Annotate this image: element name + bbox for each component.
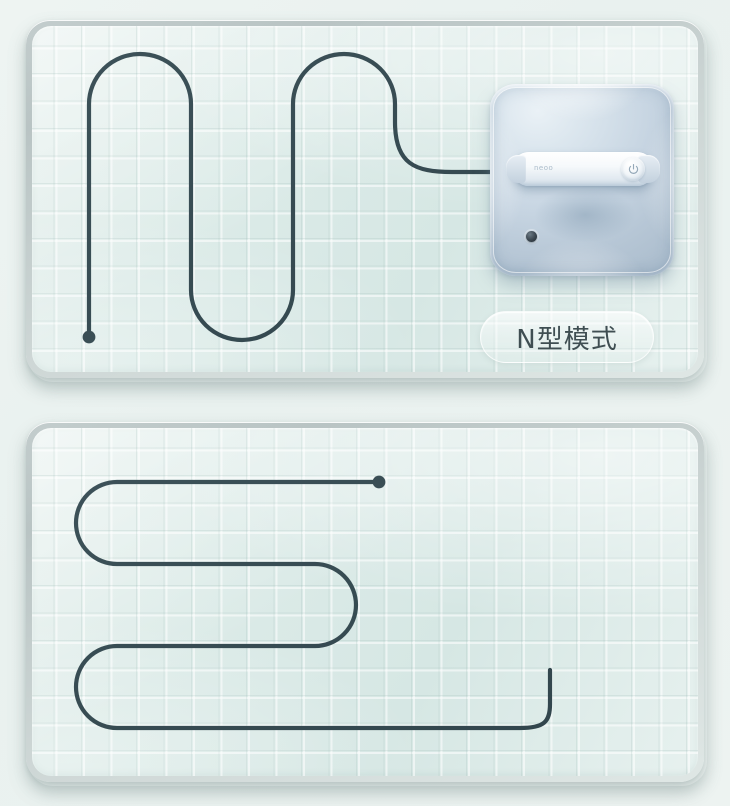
brand-logo-n: neoo bbox=[534, 164, 554, 172]
cleaning-path-z bbox=[73, 475, 553, 731]
sensor-dot-n bbox=[526, 231, 537, 242]
mode-card-z: neoo Z型模式 bbox=[26, 422, 704, 782]
handle-cap-right-n bbox=[638, 155, 660, 183]
robot-device-n[interactable]: neoo bbox=[490, 84, 674, 276]
mode-label-n: N型模式 bbox=[480, 311, 654, 363]
handle-cap-left-n bbox=[506, 155, 526, 183]
mode-label-text-n: N型模式 bbox=[516, 324, 618, 355]
mode-card-n: neoo N型模式 bbox=[26, 20, 704, 378]
path-start-dot-z bbox=[372, 475, 386, 489]
glass-panel-n: neoo N型模式 bbox=[32, 26, 698, 372]
power-icon bbox=[628, 163, 638, 174]
robot-handle-n[interactable]: neoo bbox=[506, 152, 660, 205]
glass-panel-z: neoo Z型模式 bbox=[32, 428, 698, 776]
power-button-n[interactable] bbox=[621, 157, 645, 181]
cleaning-path-n bbox=[82, 51, 505, 344]
path-start-dot-n bbox=[82, 330, 96, 344]
